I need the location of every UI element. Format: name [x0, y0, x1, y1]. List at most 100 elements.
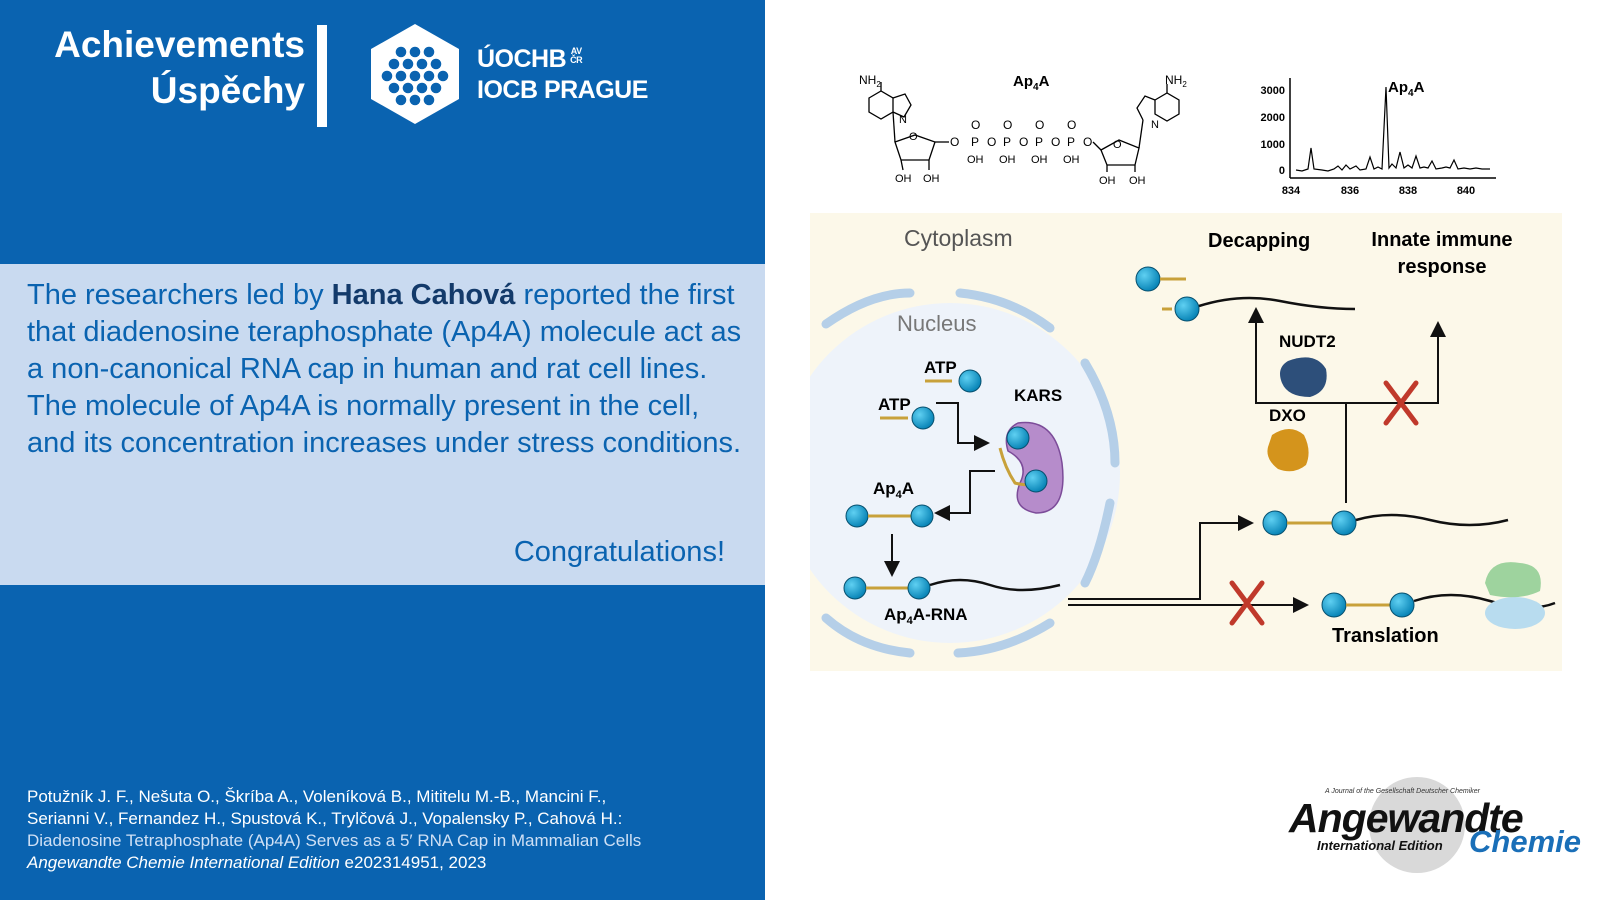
logo-name-chemie: Chemie: [1469, 824, 1581, 859]
svg-text:P: P: [1035, 135, 1043, 149]
svg-text:P: P: [971, 135, 979, 149]
citation-authors-2: Serianni V., Fernandez H., Spustová K., …: [27, 809, 623, 828]
decapped-rna-strand: [1198, 296, 1356, 311]
ap4a-rna-strand: [929, 578, 1061, 592]
ap4a-pathway-diagram: Cytoplasm Nucleus ATP ATP KARS Ap4A Ap4A…: [810, 213, 1562, 671]
atp-adenosine-2: [911, 406, 935, 430]
nucleus-interior: [810, 303, 1120, 643]
atp-label-1: ATP: [924, 358, 957, 377]
left-oh2: OH: [923, 173, 940, 185]
kars-bound-adenosine-2: [1024, 469, 1048, 493]
ms-ytick-2000: 2000: [1261, 112, 1285, 124]
kars-label: KARS: [1014, 386, 1062, 405]
nudt2-enzyme: [1280, 357, 1327, 397]
cytoplasm-label: Cytoplasm: [904, 225, 1013, 251]
ms-ytick-0: 0: [1279, 165, 1285, 177]
summary-part1: The researchers led by: [27, 279, 332, 311]
iocb-logo-icon: [371, 24, 459, 124]
page-title: Achievements Úspěchy: [0, 22, 305, 114]
nuclear-envelope: [821, 288, 1120, 658]
right-oh1: OH: [1099, 175, 1116, 187]
ms-xtick-838: 838: [1399, 185, 1417, 197]
right-ring-o: O: [1113, 139, 1122, 151]
cyto-rna-adenosine-left: [1262, 510, 1288, 536]
ms-xtick-836: 836: [1341, 185, 1359, 197]
title-divider: [317, 25, 327, 127]
ap4a-rna-adenosine-right: [907, 576, 931, 600]
svg-text:O: O: [1019, 135, 1028, 149]
institute-short: ÚOCHB: [477, 45, 567, 73]
title-english: Achievements: [54, 24, 305, 65]
logo-tagline: A Journal of the Gesellschaft Deutscher …: [1324, 788, 1481, 795]
ms-xtick-840: 840: [1457, 185, 1475, 197]
atp-adenosine-1: [958, 369, 982, 393]
translation-blocked-cross-icon: [1229, 580, 1265, 626]
right-adenine: [1136, 84, 1180, 122]
cyto-rna-adenosine-right: [1331, 510, 1357, 536]
title-czech: Úspěchy: [150, 70, 305, 111]
immune-blocked-cross-icon: [1383, 380, 1419, 426]
svg-text:OH: OH: [999, 154, 1016, 166]
ms-label: Ap4A: [1388, 79, 1425, 99]
translation-label: Translation: [1332, 625, 1439, 647]
export-to-cytoplasm-arrow: [1068, 515, 1254, 600]
ribosome-large-subunit: [1485, 562, 1541, 598]
summary-text: The researchers led by Hana Cahová repor…: [27, 277, 752, 462]
ap4a-adenosine-right: [910, 504, 934, 528]
citation-journal: Angewandte Chemie International Edition: [27, 853, 340, 872]
left-oh1: OH: [895, 173, 912, 185]
svg-text:OH: OH: [1031, 154, 1048, 166]
svg-text:OH: OH: [1063, 154, 1080, 166]
decapping-arrow: [1248, 307, 1347, 503]
team-leader-name: Hana Cahová: [331, 279, 516, 311]
left-adenine: [868, 82, 912, 143]
innate-immune-label-2: response: [1398, 256, 1487, 278]
congratulations-text: Congratulations!: [513, 536, 725, 568]
svg-text:O: O: [1051, 135, 1060, 149]
nucleus-label: Nucleus: [897, 311, 976, 336]
innate-immune-label-1: Innate immune: [1371, 229, 1512, 251]
mass-spectrum: Ap4A 3000 2000 1000 0 834 836 838 840: [1261, 78, 1496, 197]
dxo-label: DXO: [1269, 406, 1306, 425]
innate-immune-arrow: [1346, 321, 1446, 404]
av-label: AV: [570, 46, 582, 56]
svg-text:O: O: [1083, 135, 1092, 149]
svg-text:O: O: [950, 135, 959, 149]
dxo-enzyme: [1267, 429, 1309, 472]
svg-text:O: O: [1003, 118, 1012, 132]
left-n9: N: [899, 114, 907, 126]
right-nh2: NH2: [1165, 73, 1187, 89]
citation-title: Diadenosine Tetraphosphate (Ap4A) Serves…: [27, 831, 642, 850]
citation-ref: e202314951, 2023: [339, 853, 487, 872]
logo-name-angewandte: Angewandte: [1288, 795, 1523, 841]
kars-to-ap4a-arrow: [934, 470, 995, 521]
summary-part2: reported the first that diadenosine tera…: [27, 279, 742, 459]
ap4a-adenosine-left: [845, 504, 869, 528]
ms-ytick-3000: 3000: [1261, 85, 1285, 97]
svg-text:O: O: [1067, 118, 1076, 132]
svg-text:P: P: [1003, 135, 1011, 149]
left-ring-o: O: [909, 131, 918, 143]
cr-label: ČR: [570, 55, 583, 65]
structure-title: Ap4A: [1013, 73, 1050, 93]
right-n9: N: [1151, 119, 1159, 131]
translated-rna-adenosine-right: [1389, 592, 1415, 618]
ms-xtick-834: 834: [1282, 185, 1301, 197]
summary-band: [0, 264, 765, 585]
cyto-rna-strand: [1355, 513, 1509, 527]
citation: Potužník J. F., Nešuta O., Škríba A., Vo…: [27, 786, 752, 874]
ap4a-label: Ap4A: [873, 479, 914, 501]
svg-text:P: P: [1067, 135, 1075, 149]
decapping-label: Decapping: [1208, 230, 1310, 252]
kars-bound-adenosine-1: [1006, 426, 1030, 450]
svg-text:O: O: [987, 135, 996, 149]
atp-label-2: ATP: [878, 395, 911, 414]
right-oh2: OH: [1129, 175, 1146, 187]
left-ribose: [894, 134, 949, 171]
right-ribose: [1092, 119, 1144, 172]
